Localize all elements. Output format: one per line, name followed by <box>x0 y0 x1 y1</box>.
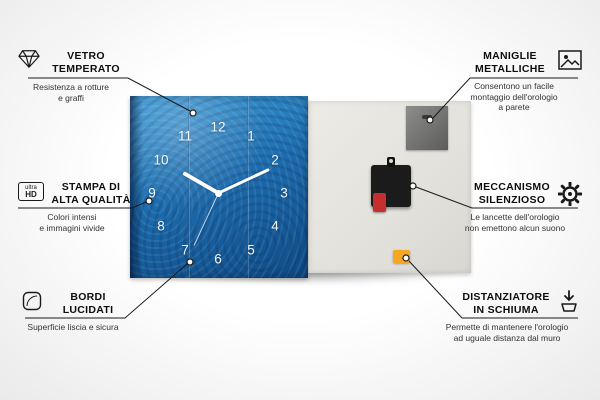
callout-title-line: MECCANISMO <box>474 181 550 193</box>
callout-vetro-temperato: VETRO TEMPERATO Resistenza a rotture e g… <box>8 48 134 112</box>
callout-desc-line: a parete <box>498 102 530 112</box>
metal-hanger-plate <box>406 106 448 150</box>
callout-description: Consentono un facile montaggio dell'orol… <box>446 81 582 113</box>
clock-numeral: 12 <box>210 119 226 135</box>
callout-title: DISTANZIATORE IN SCHIUMA <box>456 291 556 316</box>
callout-title-line: IN SCHIUMA <box>473 303 539 316</box>
callout-desc-line: ad uguale distanza dal muro <box>453 332 561 343</box>
callout-title-line: TEMPERATO <box>52 62 120 75</box>
clock-second-hand <box>193 192 219 246</box>
clock-numeral: 9 <box>148 185 156 201</box>
callout-description: Colori intensi e immagini vivide <box>6 212 138 233</box>
clock-numeral: 11 <box>177 128 193 144</box>
callout-description: Permette di mantenere l'orologio ad ugua… <box>426 322 588 343</box>
clock-numeral: 3 <box>280 185 288 201</box>
callout-bordi-lucidati: BORDI LUCIDATI Superficie liscia e sicur… <box>8 289 138 339</box>
hanger-slot <box>422 115 432 119</box>
callout-desc-line: e immagini vivide <box>39 222 105 233</box>
clock-center-cap <box>214 189 222 197</box>
picture-frame-icon <box>558 50 582 75</box>
callout-desc-line: Colori intensi <box>47 212 97 222</box>
callout-stampa-alta-qualita: ultra HD STAMPA DI ALTA QUALITÀ Colori i… <box>6 179 138 243</box>
foam-spacer <box>393 250 410 263</box>
callout-title-line: MANIGLIE <box>483 50 537 62</box>
callout-description: Le lancette dell'orologio non emettono a… <box>442 212 588 233</box>
callout-title-line: STAMPA DI <box>61 181 121 193</box>
callout-title: BORDI LUCIDATI <box>44 291 132 316</box>
callout-title: STAMPA DI ALTA QUALITÀ <box>44 181 138 206</box>
ultra-hd-icon: ultra HD <box>18 182 44 201</box>
callout-desc-line: Consentono un facile <box>474 81 554 91</box>
clock-numeral: 4 <box>271 218 279 234</box>
clock-mechanism <box>371 157 411 212</box>
callout-maniglie-metalliche: MANIGLIE METALLICHE Consentono un facile… <box>446 48 582 120</box>
callout-title: MANIGLIE METALLICHE <box>464 50 556 75</box>
callout-title: VETRO TEMPERATO <box>38 50 134 75</box>
callout-title-line: DISTANZIATORE <box>462 291 550 303</box>
clock-numeral: 7 <box>181 242 189 258</box>
callout-desc-line: e graffi <box>58 92 84 103</box>
panel-fold-shading <box>130 96 143 278</box>
callout-title-line: LUCIDATI <box>62 303 114 316</box>
callout-title: MECCANISMO SILENZIOSO <box>468 181 556 206</box>
foam-spacer-icon <box>558 290 580 319</box>
callout-description: Superficie liscia e sicura <box>0 322 148 333</box>
diamond-icon <box>18 49 40 74</box>
clock-numeral: 6 <box>214 251 222 267</box>
ultra-hd-label-top: ultra <box>25 185 37 191</box>
clock-minute-hand <box>217 167 270 195</box>
callout-desc-line: Resistenza a rotture <box>32 82 110 92</box>
gear-icon <box>557 181 583 211</box>
hook-hole <box>389 159 393 163</box>
clock-numeral: 8 <box>157 218 165 234</box>
rounded-edge-icon <box>22 291 42 316</box>
callout-desc-line: montaggio dell'orologio <box>470 91 558 102</box>
glass-seam <box>247 96 249 278</box>
callout-description: Resistenza a rotture e graffi <box>0 82 142 103</box>
callout-desc-line: non emettono alcun suono <box>464 222 566 233</box>
clock-numeral: 1 <box>247 128 255 144</box>
clock-back-panel <box>308 101 471 273</box>
ultra-hd-label-bottom: HD <box>25 190 37 199</box>
callout-distanziatore-schiuma: DISTANZIATORE IN SCHIUMA Permette di man… <box>432 289 582 345</box>
clock-numeral: 5 <box>247 242 255 258</box>
callout-title-line: VETRO <box>67 50 105 62</box>
callout-title-line: BORDI <box>70 291 106 303</box>
callout-title-line: METALLICHE <box>475 62 545 75</box>
clock-front-panel: 1 2 3 4 5 6 7 8 9 10 11 12 <box>130 96 308 278</box>
callout-desc-line: Permette di mantenere l'orologio <box>445 322 569 332</box>
callout-desc-line: Le lancette dell'orologio <box>470 212 560 222</box>
hanging-hook <box>387 157 395 167</box>
glass-seam <box>188 96 190 278</box>
callout-title-line: ALTA QUALITÀ <box>51 193 131 206</box>
callout-desc-line: Superficie liscia e sicura <box>27 322 119 332</box>
clock-numeral: 10 <box>153 152 169 168</box>
callout-title-line: SILENZIOSO <box>478 193 546 206</box>
clock-numeral: 2 <box>271 152 279 168</box>
callout-meccanismo-silenzioso: MECCANISMO SILENZIOSO Le lancette dell'o… <box>448 179 583 243</box>
battery <box>373 193 386 212</box>
